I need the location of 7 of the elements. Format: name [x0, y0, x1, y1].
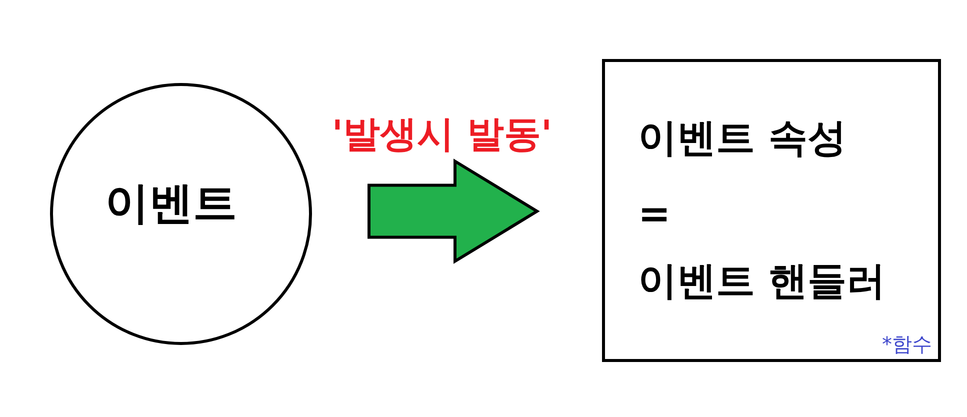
footnote-text: *함수: [882, 334, 932, 354]
block-arrow: [368, 158, 540, 264]
text-box: [602, 59, 941, 362]
node-text: 이벤트: [105, 182, 237, 226]
node-text: 이벤트 핸들러: [638, 262, 886, 301]
node-text: 이벤트 속성: [638, 119, 847, 158]
equals-text: =: [638, 195, 671, 234]
